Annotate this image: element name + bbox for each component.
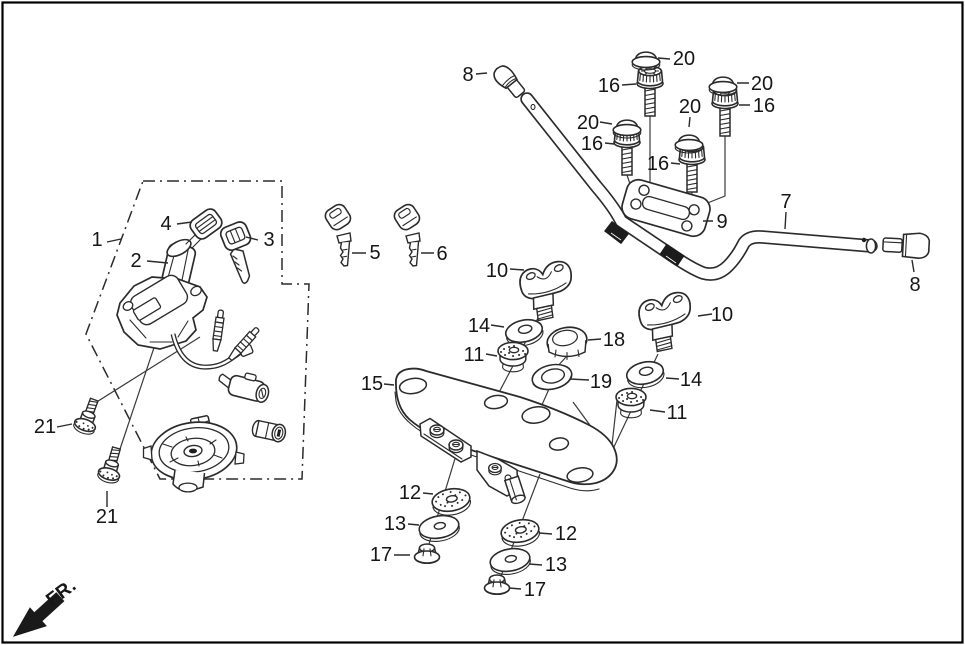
callout-label-8-right: 8 [909, 274, 920, 296]
ignition-kit-boundary [85, 180, 310, 480]
bar-end-weight-right [882, 232, 931, 260]
callout-label-7: 7 [780, 191, 791, 213]
ignition-key-3 [219, 221, 252, 284]
handlebar-locating-hole [530, 103, 536, 111]
seat-lock-cylinder [251, 419, 287, 443]
bar-end-weight-left [493, 65, 526, 98]
callout-label-11-left: 11 [464, 344, 485, 366]
callout-label-17-right: 17 [524, 579, 546, 601]
callout-label-8-left: 8 [462, 64, 473, 86]
callout-label-6: 6 [436, 243, 447, 265]
callout-label-17-left: 17 [370, 544, 392, 566]
callout-label-13-right: 13 [545, 554, 567, 576]
callout-labels: 1 2 3 4 5 6 8 20 16 20 16 20 16 20 16 9 … [34, 48, 921, 601]
callout-label-20-b: 20 [751, 73, 773, 95]
ignition-key-4 [185, 208, 223, 249]
callout-label-20-c: 20 [577, 112, 599, 134]
fuel-filler-cap [142, 415, 245, 493]
callout-label-1: 1 [91, 229, 102, 251]
callout-label-16-d: 16 [647, 153, 669, 175]
callout-label-20-d: 20 [679, 96, 701, 118]
washer-19 [531, 363, 573, 391]
callout-label-21-a: 21 [34, 416, 56, 438]
handlebar [520, 92, 878, 281]
callout-label-16-b: 16 [753, 95, 775, 117]
cap-nut-18 [546, 326, 588, 361]
handlebar-punch-mark [861, 237, 867, 243]
callout-label-20-a: 20 [673, 48, 695, 70]
callout-label-19: 19 [590, 371, 612, 393]
steering-stem-stub [503, 475, 526, 505]
callout-label-16-a: 16 [598, 75, 620, 97]
handlebar-upper-holder-bracket [621, 178, 711, 238]
callout-label-9: 9 [716, 211, 727, 233]
callout-label-4: 4 [160, 213, 171, 235]
callout-label-10-right: 10 [711, 304, 733, 326]
callout-label-14-right: 14 [680, 369, 702, 391]
callout-label-3: 3 [263, 229, 274, 251]
callout-label-13-left: 13 [384, 513, 406, 535]
handlebar-knurl-bands [604, 220, 685, 267]
callout-label-12-left: 12 [399, 482, 421, 504]
ignition-switch-body [116, 274, 208, 350]
callout-label-16-c: 16 [581, 133, 603, 155]
callout-label-11-right: 11 [667, 402, 688, 424]
callout-leader-lines [56, 57, 915, 590]
helmet-lock [218, 372, 270, 403]
callout-label-14-left: 14 [468, 315, 490, 337]
bridge-under-bracket [419, 417, 526, 505]
callout-label-5: 5 [369, 242, 380, 264]
callout-label-21-b: 21 [96, 506, 118, 528]
handlebar-open-end [865, 238, 877, 254]
callout-label-15: 15 [361, 373, 383, 395]
callout-label-10-left: 10 [486, 260, 508, 282]
callout-label-18: 18 [603, 329, 625, 351]
callout-label-2: 2 [130, 250, 141, 272]
callout-label-12-right: 12 [555, 523, 577, 545]
front-direction-arrow [12, 592, 65, 637]
